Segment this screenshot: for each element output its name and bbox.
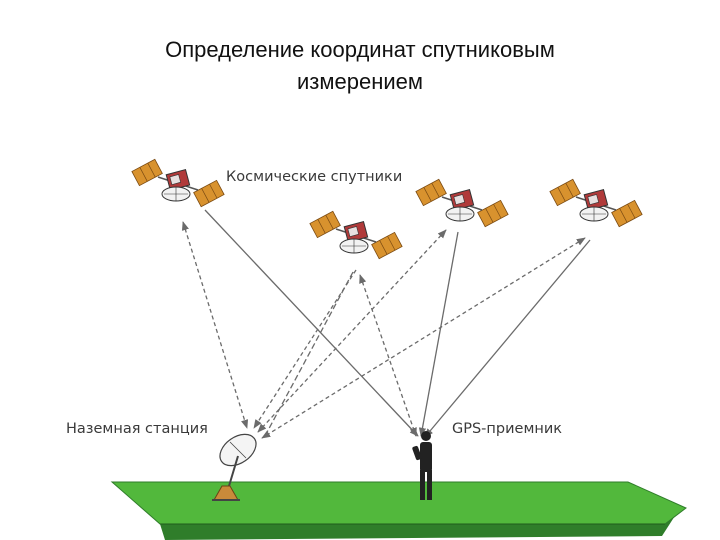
- satellite-4: [549, 178, 643, 228]
- satellite-1: [131, 158, 225, 208]
- ground-plane: [110, 481, 687, 540]
- signal-sat1-station: [181, 221, 249, 429]
- satellite-icon: [415, 178, 509, 228]
- satellites-label: Космические спутники: [226, 169, 402, 185]
- satellite-icon: [309, 210, 403, 260]
- satellite-icon: [549, 178, 643, 228]
- gps-receiver-person-icon: [412, 431, 432, 500]
- station-signal-lines: [181, 221, 586, 439]
- title-line-1: Определение координат спутниковым: [165, 37, 555, 62]
- signal-sat4-station: [261, 237, 586, 439]
- gps-receiver-label: GPS-приемник: [452, 421, 562, 437]
- receiver-signal-lines: [204, 209, 591, 438]
- satellite-2: [309, 210, 403, 260]
- signal-sat2-station-solid: [264, 271, 354, 437]
- slide-title: Определение координат спутниковым измере…: [60, 34, 660, 98]
- signal-sat4-receiver: [424, 239, 591, 438]
- title-line-2: измерением: [296, 69, 423, 94]
- ground-station-label: Наземная станция: [66, 421, 208, 437]
- signal-sat3-receiver: [418, 231, 459, 437]
- signal-sat3-station: [257, 229, 447, 433]
- signal-sat2-receiver: [359, 274, 417, 437]
- signal-sat2-station: [253, 269, 357, 429]
- ground-station-antenna-icon: [212, 433, 257, 501]
- satellite-3: [415, 178, 509, 228]
- satellite-icon: [131, 158, 225, 208]
